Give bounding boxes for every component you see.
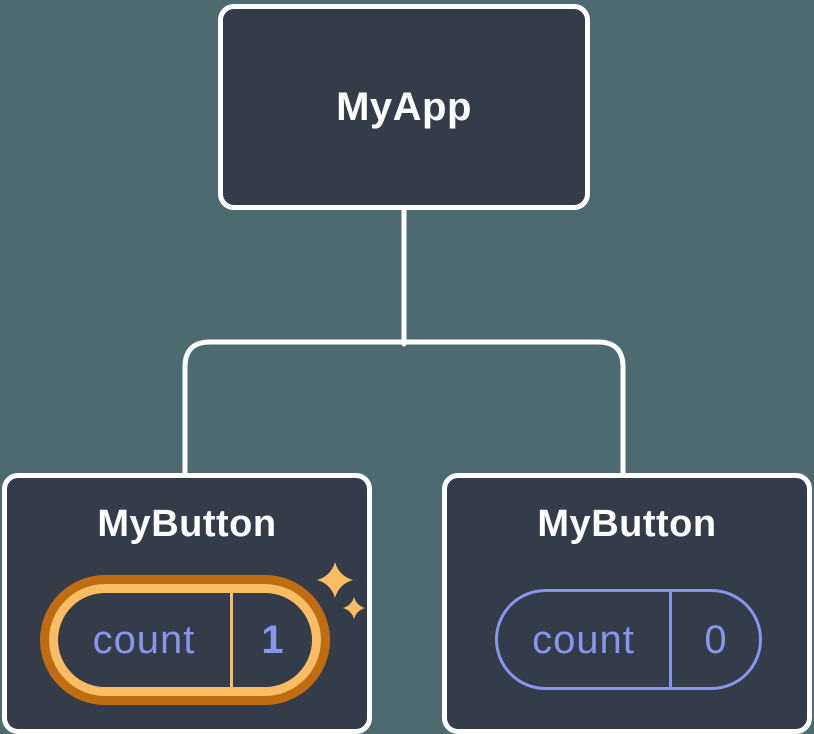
state-key: count xyxy=(92,618,196,662)
state-value: 0 xyxy=(704,617,727,662)
pill-divider xyxy=(230,593,233,687)
node-mybutton-left-label: MyButton xyxy=(97,503,277,545)
state-pill-default: count 0 xyxy=(495,589,762,690)
node-myapp-label: MyApp xyxy=(336,85,472,129)
pill-divider xyxy=(669,592,672,687)
state-value: 1 xyxy=(261,618,284,662)
connector-branch xyxy=(182,339,626,475)
state-key: count xyxy=(532,617,635,662)
state-pill-highlighted: count 1 xyxy=(49,584,321,696)
node-mybutton-right-label: MyButton xyxy=(537,503,717,545)
node-myapp: MyApp xyxy=(218,4,590,210)
